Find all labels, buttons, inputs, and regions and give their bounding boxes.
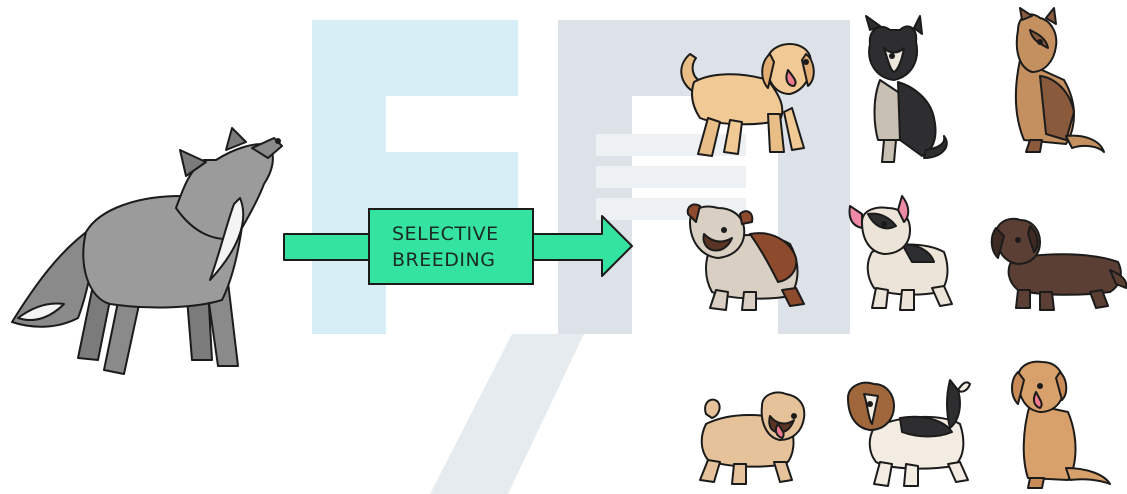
label-line-2: BREEDING [392, 248, 496, 271]
label-line-1: SELECTIVE [392, 222, 499, 245]
german-shepherd-icon [1014, 7, 1105, 153]
beagle-icon [847, 379, 971, 487]
selective-breeding-label: SELECTIVE BREEDING [368, 208, 534, 285]
dachshund-icon [990, 217, 1127, 311]
labrador-icon [1011, 360, 1111, 489]
french-bulldog-icon [848, 195, 953, 311]
pug-icon [699, 391, 806, 485]
golden-retriever-icon [680, 43, 815, 157]
husky-icon [865, 15, 948, 163]
bulldog-icon [686, 203, 805, 311]
